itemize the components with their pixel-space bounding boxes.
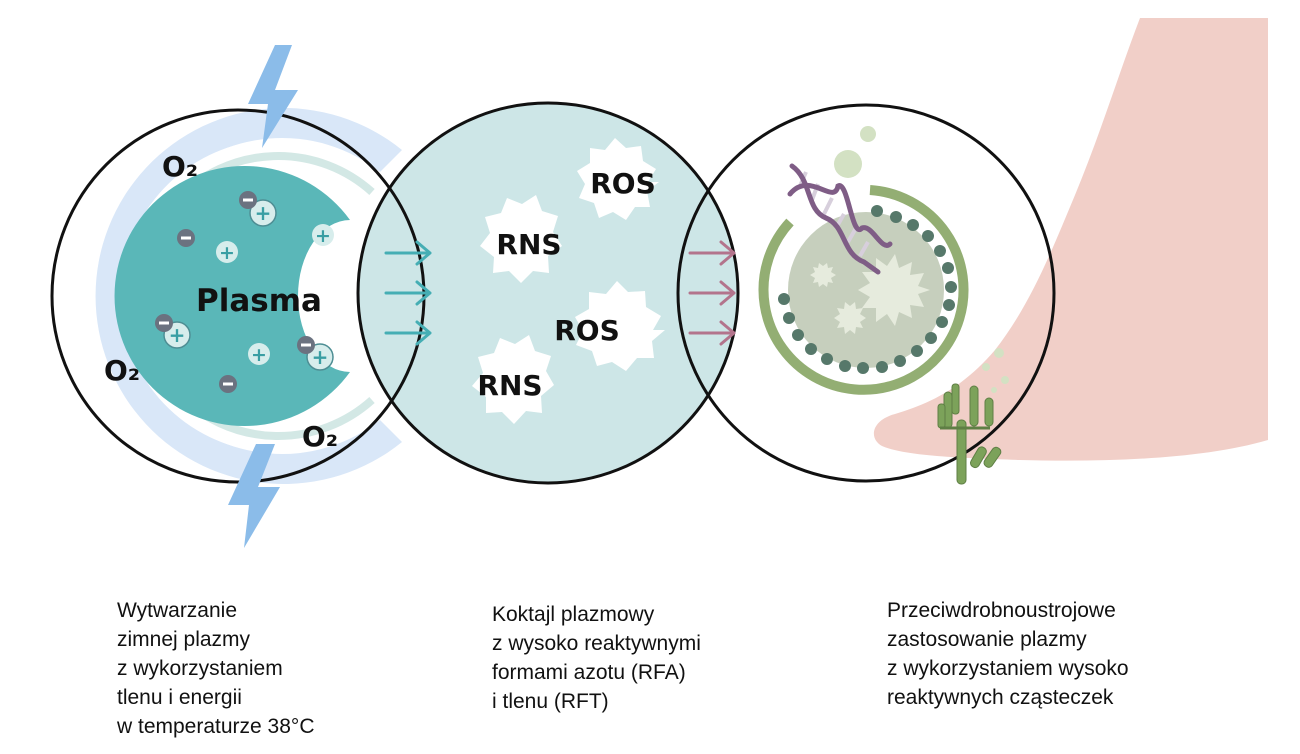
caption-line: zastosowanie plazmy <box>887 628 1087 651</box>
bacterium-cell-icon <box>758 126 969 395</box>
ion-minus-icon <box>219 375 237 393</box>
ion-pair: + <box>297 336 334 371</box>
caption-line: z wykorzystaniem <box>117 657 283 680</box>
caption-line: tlenu i energii <box>117 686 242 709</box>
fungus-icon <box>937 348 1009 485</box>
plasma-process-diagram: O₂ O₂ O₂ + + + + + <box>50 18 1268 548</box>
caption-generation: Wytwarzanie zimnej plazmy z wykorzystani… <box>117 596 314 741</box>
cocktail-circle <box>356 101 740 485</box>
arrow-right-icon <box>384 240 432 346</box>
ion-particles: + + + + + + <box>155 191 334 393</box>
oxygen-label: O₂ <box>104 354 140 387</box>
ion-minus-icon <box>177 229 195 247</box>
svg-text:+: + <box>251 344 267 366</box>
ion-pair: + <box>239 191 277 227</box>
foot-icon <box>873 18 1268 461</box>
svg-text:+: + <box>255 201 272 225</box>
oxygen-label: O₂ <box>302 420 338 453</box>
caption-cocktail: Koktajl plazmowy z wysoko reaktywnymi fo… <box>492 600 701 716</box>
ion-plus-icon: + <box>216 241 238 264</box>
application-circle <box>676 103 1056 483</box>
caption-line: w temperaturze 38°C <box>117 715 315 738</box>
lightning-bolt-icon <box>228 444 280 548</box>
rns-label: RNS <box>496 228 561 261</box>
svg-text:+: + <box>315 225 331 247</box>
rns-star <box>472 335 554 424</box>
caption-line: z wykorzystaniem wysoko <box>887 657 1129 680</box>
svg-text:+: + <box>219 242 235 264</box>
caption-line: Koktajl plazmowy <box>492 603 655 626</box>
ros-star <box>577 138 659 220</box>
svg-text:+: + <box>169 323 186 347</box>
arrow-right-icon <box>688 240 736 346</box>
generation-circle <box>50 108 426 484</box>
dna-helix-icon <box>787 163 893 275</box>
svg-text:+: + <box>312 345 329 369</box>
ion-plus-icon: + <box>248 343 270 366</box>
caption-application: Przeciwdrobnoustrojowe zastosowanie plaz… <box>887 596 1129 712</box>
caption-line: reaktywnych cząsteczek <box>887 686 1114 709</box>
oxygen-label: O₂ <box>162 150 198 183</box>
rns-label: RNS <box>477 369 542 402</box>
ion-pair: + <box>155 314 191 349</box>
caption-line: Przeciwdrobnoustrojowe <box>887 599 1116 622</box>
caption-line: Wytwarzanie <box>117 599 238 622</box>
caption-line: z wysoko reaktywnymi <box>492 632 701 655</box>
caption-line: zimnej plazmy <box>117 628 251 651</box>
rns-star <box>480 195 562 283</box>
lightning-bolt-icon <box>248 45 298 148</box>
reactive-species <box>472 138 665 424</box>
ion-plus-icon: + <box>312 224 334 247</box>
plasma-label: Plasma <box>196 283 322 319</box>
ros-label: ROS <box>590 167 656 200</box>
plasma-body <box>114 165 350 427</box>
ros-label: ROS <box>554 314 620 347</box>
ros-star <box>575 281 665 371</box>
caption-line: i tlenu (RFT) <box>492 690 609 713</box>
caption-line: formami azotu (RFA) <box>492 661 686 684</box>
